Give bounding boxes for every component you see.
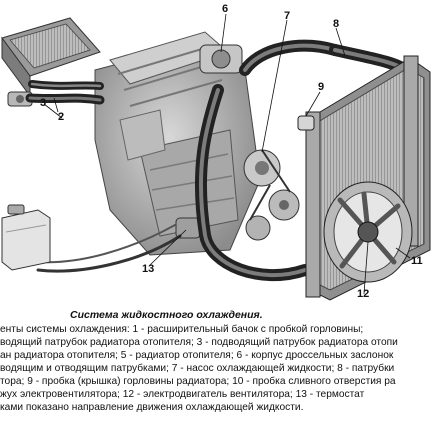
caption-line-6: жух электровентилятора; 12 - электродвиг… <box>0 389 365 400</box>
caption-line-7: ками показано направление движения охлаж… <box>0 402 304 413</box>
callout-9: 9 <box>318 81 324 93</box>
callout-7: 7 <box>284 10 290 22</box>
callout-3: 3 <box>40 97 46 109</box>
callout-12: 12 <box>357 288 369 300</box>
callout-11: 11 <box>411 255 423 267</box>
caption-line-3: ан радиатора отопителя; 5 - радиатор ото… <box>0 350 394 361</box>
callout-2: 2 <box>58 111 64 123</box>
expansion-tank <box>1 204 51 271</box>
fan-motor <box>357 221 379 243</box>
caption-line-2: водящий патрубок радиатора отопителя; 3 … <box>0 337 398 348</box>
radiator-cap <box>297 115 315 131</box>
caption-title: Система жидкостного охлаждения. <box>70 309 263 321</box>
caption-line-1: енты системы охлаждения: 1 - расширитель… <box>0 324 364 335</box>
cooling-system-illustration: 2 3 6 7 8 9 11 12 13 <box>1 3 431 301</box>
caption-line-5: тора; 9 - пробка (крышка) горловины ради… <box>0 376 396 387</box>
heater-radiator <box>1 17 101 98</box>
caption-line-4: водящим и отводящим патрубками; 7 - насо… <box>0 363 395 374</box>
figure-caption: Система жидкостного охлаждения. енты сис… <box>0 309 434 434</box>
callout-8: 8 <box>333 18 339 30</box>
callout-6: 6 <box>222 3 228 15</box>
callout-13: 13 <box>142 263 154 275</box>
callout-leaders <box>43 13 411 295</box>
throttle-body <box>199 44 243 74</box>
heater-valve <box>7 91 33 107</box>
water-pump <box>243 149 300 241</box>
coolant-hoses <box>25 39 411 282</box>
